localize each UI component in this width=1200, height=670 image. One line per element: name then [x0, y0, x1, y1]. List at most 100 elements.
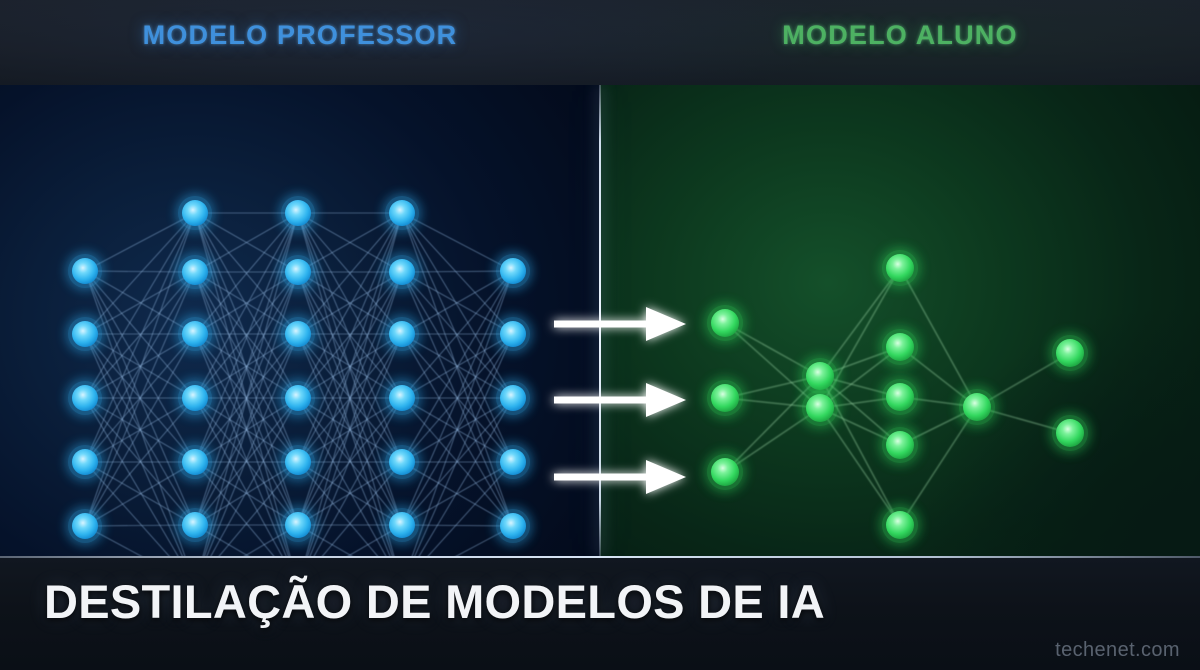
- network-edge: [194, 212, 299, 399]
- student-panel-background: [600, 85, 1200, 556]
- network-node: [963, 393, 991, 421]
- network-edge: [411, 270, 514, 556]
- network-node: [182, 385, 208, 411]
- network-edge: [401, 270, 514, 526]
- network-edge: [194, 271, 299, 463]
- network-edge: [313, 397, 403, 556]
- network-edge: [84, 461, 196, 527]
- network-edge: [724, 407, 821, 473]
- network-edge: [194, 333, 299, 399]
- network-edge: [297, 271, 403, 463]
- network-node: [886, 511, 914, 539]
- network-edge: [84, 271, 196, 463]
- network-node: [285, 200, 311, 226]
- network-edge: [84, 212, 196, 399]
- network-node: [711, 384, 739, 412]
- network-node: [886, 254, 914, 282]
- network-edge: [455, 525, 514, 556]
- network-node: [500, 385, 526, 411]
- network-node: [500, 449, 526, 475]
- network-edge: [401, 270, 514, 399]
- network-node: [389, 259, 415, 285]
- site-watermark: techenet.com: [1055, 639, 1180, 661]
- network-edge: [84, 271, 196, 527]
- network-edge: [84, 333, 196, 527]
- network-edge: [194, 271, 299, 335]
- network-edge: [724, 322, 821, 409]
- page-title: DESTILAÇÃO DE MODELOS DE IA: [44, 575, 826, 628]
- network-node: [285, 321, 311, 347]
- network-edge: [84, 271, 196, 335]
- network-edge: [418, 397, 514, 556]
- network-edge: [84, 461, 170, 556]
- network-edge: [194, 397, 299, 526]
- network-node: [182, 449, 208, 475]
- teacher-model-label: MODELO PROFESSOR: [142, 20, 458, 50]
- distillation-arrow: [554, 307, 686, 341]
- network-node: [711, 309, 739, 337]
- network-edge: [819, 267, 901, 377]
- network-edge: [297, 333, 403, 399]
- network-edge: [305, 212, 403, 556]
- teacher-edges: [84, 212, 514, 556]
- network-node: [806, 394, 834, 422]
- network-node: [886, 333, 914, 361]
- network-edge: [84, 397, 179, 556]
- network-node: [389, 512, 415, 538]
- network-node: [389, 449, 415, 475]
- network-edge: [401, 333, 514, 526]
- network-edge: [297, 212, 403, 463]
- student-model-label: MODELO ALUNO: [782, 20, 1018, 50]
- network-edge: [401, 461, 514, 527]
- network-edge: [194, 212, 299, 273]
- network-node: [182, 321, 208, 347]
- network-edge: [401, 461, 514, 526]
- distillation-arrow: [554, 460, 686, 494]
- distillation-arrow: [554, 383, 686, 417]
- network-edge: [297, 271, 403, 399]
- network-edge: [84, 524, 196, 527]
- network-edge: [194, 212, 299, 463]
- network-edge: [194, 461, 299, 526]
- network-node: [285, 449, 311, 475]
- network-edge: [202, 212, 299, 556]
- network-edge: [297, 397, 403, 526]
- network-node: [285, 259, 311, 285]
- network-edge: [414, 333, 514, 556]
- network-edge: [84, 270, 196, 273]
- network-edge: [204, 271, 299, 556]
- student-panel-vignette: [600, 85, 1200, 556]
- network-node: [500, 321, 526, 347]
- network-edge: [84, 525, 142, 556]
- network-edge: [724, 375, 821, 473]
- network-edge: [401, 524, 514, 527]
- network-edge: [401, 212, 514, 272]
- network-edge: [194, 212, 299, 526]
- network-edge: [84, 212, 196, 335]
- network-node: [72, 321, 98, 347]
- network-edge: [401, 212, 514, 463]
- header-bar: MODELO PROFESSOR MODELO ALUNO: [0, 0, 1200, 85]
- network-edge: [307, 271, 403, 556]
- network-edge: [84, 212, 196, 463]
- network-edge: [427, 461, 514, 556]
- network-edge: [84, 271, 196, 399]
- network-node: [389, 385, 415, 411]
- network-edge: [297, 212, 403, 335]
- network-node: [389, 200, 415, 226]
- panel-separator: [0, 556, 1200, 558]
- network-node: [886, 431, 914, 459]
- student-network-graphic: [707, 250, 1088, 543]
- student-nodes: [707, 250, 1088, 543]
- footer-bar: DESTILAÇÃO DE MODELOS DE IA techenet.com: [0, 558, 1200, 670]
- network-node: [182, 200, 208, 226]
- network-node: [72, 385, 98, 411]
- network-edge: [401, 270, 514, 335]
- network-node: [182, 259, 208, 285]
- network-edge: [297, 271, 403, 335]
- network-edge: [84, 397, 196, 527]
- network-node: [1056, 339, 1084, 367]
- network-edge: [297, 212, 403, 273]
- network-node: [285, 385, 311, 411]
